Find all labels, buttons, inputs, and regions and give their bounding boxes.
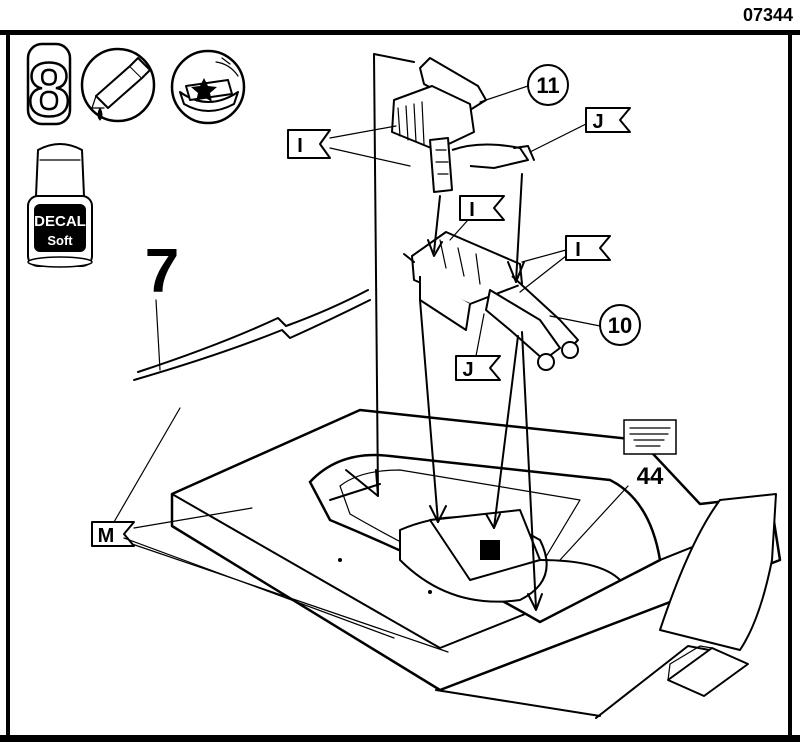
- flag-J-2: J: [455, 313, 501, 381]
- flag-I-1-text: I: [297, 135, 303, 157]
- paint-label-2: Soft: [47, 233, 73, 248]
- decal-44: 44: [559, 419, 677, 561]
- glue-tube-icon: [80, 47, 156, 123]
- paint-label-1: DECAL: [34, 213, 86, 230]
- decal-water-dish-icon: [170, 49, 246, 125]
- car-body-floor: [170, 408, 782, 719]
- flag-J-2-text: J: [462, 359, 473, 381]
- wire-part-7: 7: [133, 237, 371, 381]
- part-11-label: 11: [536, 73, 559, 98]
- flag-M: M: [91, 407, 449, 653]
- flag-I-3: I: [519, 235, 611, 293]
- flag-J-1-text: J: [592, 111, 603, 133]
- pedal-assembly-part-11: 11: [391, 57, 569, 193]
- flag-I-2: I: [449, 195, 505, 241]
- part-10-label: 10: [608, 313, 632, 338]
- flag-I-1: I: [287, 125, 411, 167]
- flag-J-1: J: [529, 107, 631, 153]
- flag-I-3-text: I: [575, 239, 581, 261]
- flag-M-text: M: [98, 525, 115, 547]
- paint-bottle-icon: DECAL Soft: [27, 143, 93, 268]
- sheet-code: 07344: [743, 5, 793, 25]
- pedal-assembly-part-10: 10: [403, 231, 641, 371]
- part-7-label: 7: [145, 237, 179, 306]
- part-44-label: 44: [637, 463, 664, 490]
- assembly-guides: [345, 53, 543, 611]
- step-number-text: 8: [28, 48, 70, 133]
- flag-I-2-text: I: [469, 199, 475, 221]
- step-number: 8: [27, 42, 71, 134]
- page-frame: [0, 30, 800, 742]
